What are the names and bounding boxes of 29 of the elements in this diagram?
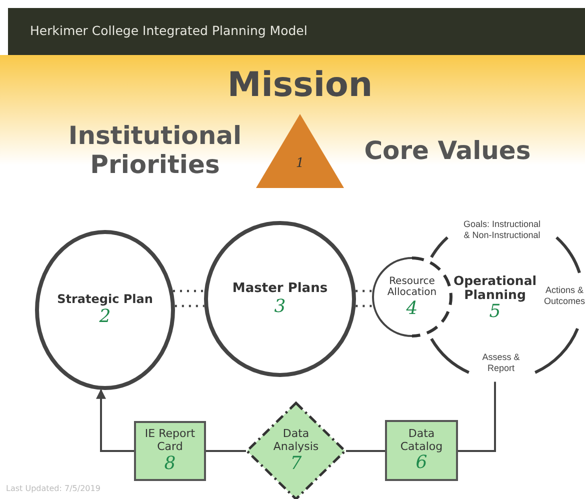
connector-line: [346, 450, 385, 452]
step-number: 5: [489, 302, 501, 322]
heading: Mission: [226, 66, 374, 106]
ring-label: Assess & Report: [481, 352, 521, 374]
node-label: IE Report Card: [144, 428, 196, 454]
node-label: Operational Planning: [452, 274, 538, 302]
ring-label: Goals: Instructional & Non-Instructional: [462, 219, 542, 241]
note: Last Updated: 7/5/2019: [6, 484, 102, 494]
step-number: 1: [296, 156, 304, 171]
step-number: 2: [99, 307, 111, 327]
label: Institutional Priorities: [67, 122, 243, 180]
arrow: [96, 388, 134, 452]
dotted-connector: [172, 290, 206, 308]
connector-line: [206, 450, 246, 452]
dotted-connector: [354, 290, 374, 308]
step-number: 6: [416, 453, 428, 474]
node-label: Master Plans: [232, 282, 328, 297]
step-number: 8: [164, 454, 176, 474]
step-number: 4: [406, 298, 418, 318]
label: Core Values: [363, 137, 532, 166]
step-number: 3: [274, 296, 286, 316]
ring-label: Actions & Outcomes: [544, 285, 585, 307]
title: Herkimer College Integrated Planning Model: [30, 23, 308, 38]
node-label: Data Catalog: [399, 428, 444, 454]
connector-line: [458, 382, 496, 452]
node-label: Strategic Plan: [57, 293, 153, 307]
step-number: 7: [290, 454, 302, 474]
node-label: Data Analysis: [272, 428, 320, 454]
node-label: Resource Allocation: [386, 276, 438, 299]
